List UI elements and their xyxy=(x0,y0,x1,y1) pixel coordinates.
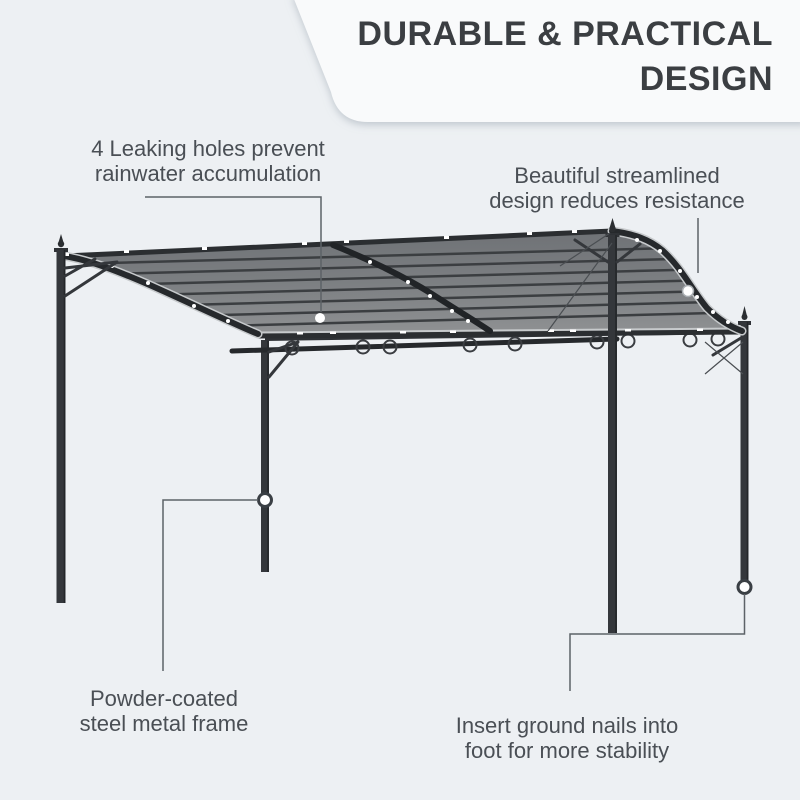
canopy-clips xyxy=(64,230,730,335)
frame-anchor-ring xyxy=(257,492,273,508)
callout-leaking-holes: 4 Leaking holes prevent rainwater accumu… xyxy=(48,136,368,186)
front-right-post xyxy=(547,218,642,633)
callout-leaking-holes-line1: 4 Leaking holes prevent xyxy=(91,136,325,161)
page-title-line2: DESIGN xyxy=(639,60,773,98)
rear-right-post xyxy=(738,306,751,581)
callout-streamlined-line2: design reduces resistance xyxy=(489,188,745,213)
leaking-hole-grommet-left xyxy=(315,313,325,323)
callout-ground-nails: Insert ground nails into foot for more s… xyxy=(407,713,727,763)
callout-ground-nails-line2: foot for more stability xyxy=(464,738,670,763)
leader-leaking-holes xyxy=(145,196,322,312)
page-title-line1: DURABLE & PRACTICAL xyxy=(357,15,773,53)
callout-streamlined: Beautiful streamlined design reduces res… xyxy=(457,163,777,213)
pergola xyxy=(54,218,753,633)
callout-frame-line2: steel metal frame xyxy=(79,711,249,736)
top-beam xyxy=(63,228,613,259)
callout-frame: Powder-coated steel metal frame xyxy=(24,686,304,736)
callout-leaking-holes-line2: rainwater accumulation xyxy=(94,161,322,186)
leader-ground-nails xyxy=(569,594,746,691)
lower-frame-rails xyxy=(229,330,744,379)
foot-anchor-ring xyxy=(736,579,753,595)
front-left-post xyxy=(54,234,119,603)
canopy-fabric xyxy=(64,231,742,334)
canopy xyxy=(59,226,747,339)
leader-frame xyxy=(162,499,258,671)
page-title: DURABLE & PRACTICAL DESIGN xyxy=(357,12,773,102)
title-banner xyxy=(294,0,800,122)
canopy-fold xyxy=(330,242,493,334)
rear-left-post xyxy=(261,340,269,572)
callout-ground-nails-line1: Insert ground nails into xyxy=(455,713,679,738)
callout-frame-line1: Powder-coated xyxy=(90,686,238,711)
leaking-hole-grommet-right xyxy=(681,284,695,298)
leader-lines xyxy=(145,196,746,691)
right-swoop-edge xyxy=(609,228,745,334)
callout-streamlined-line1: Beautiful streamlined xyxy=(514,163,720,188)
